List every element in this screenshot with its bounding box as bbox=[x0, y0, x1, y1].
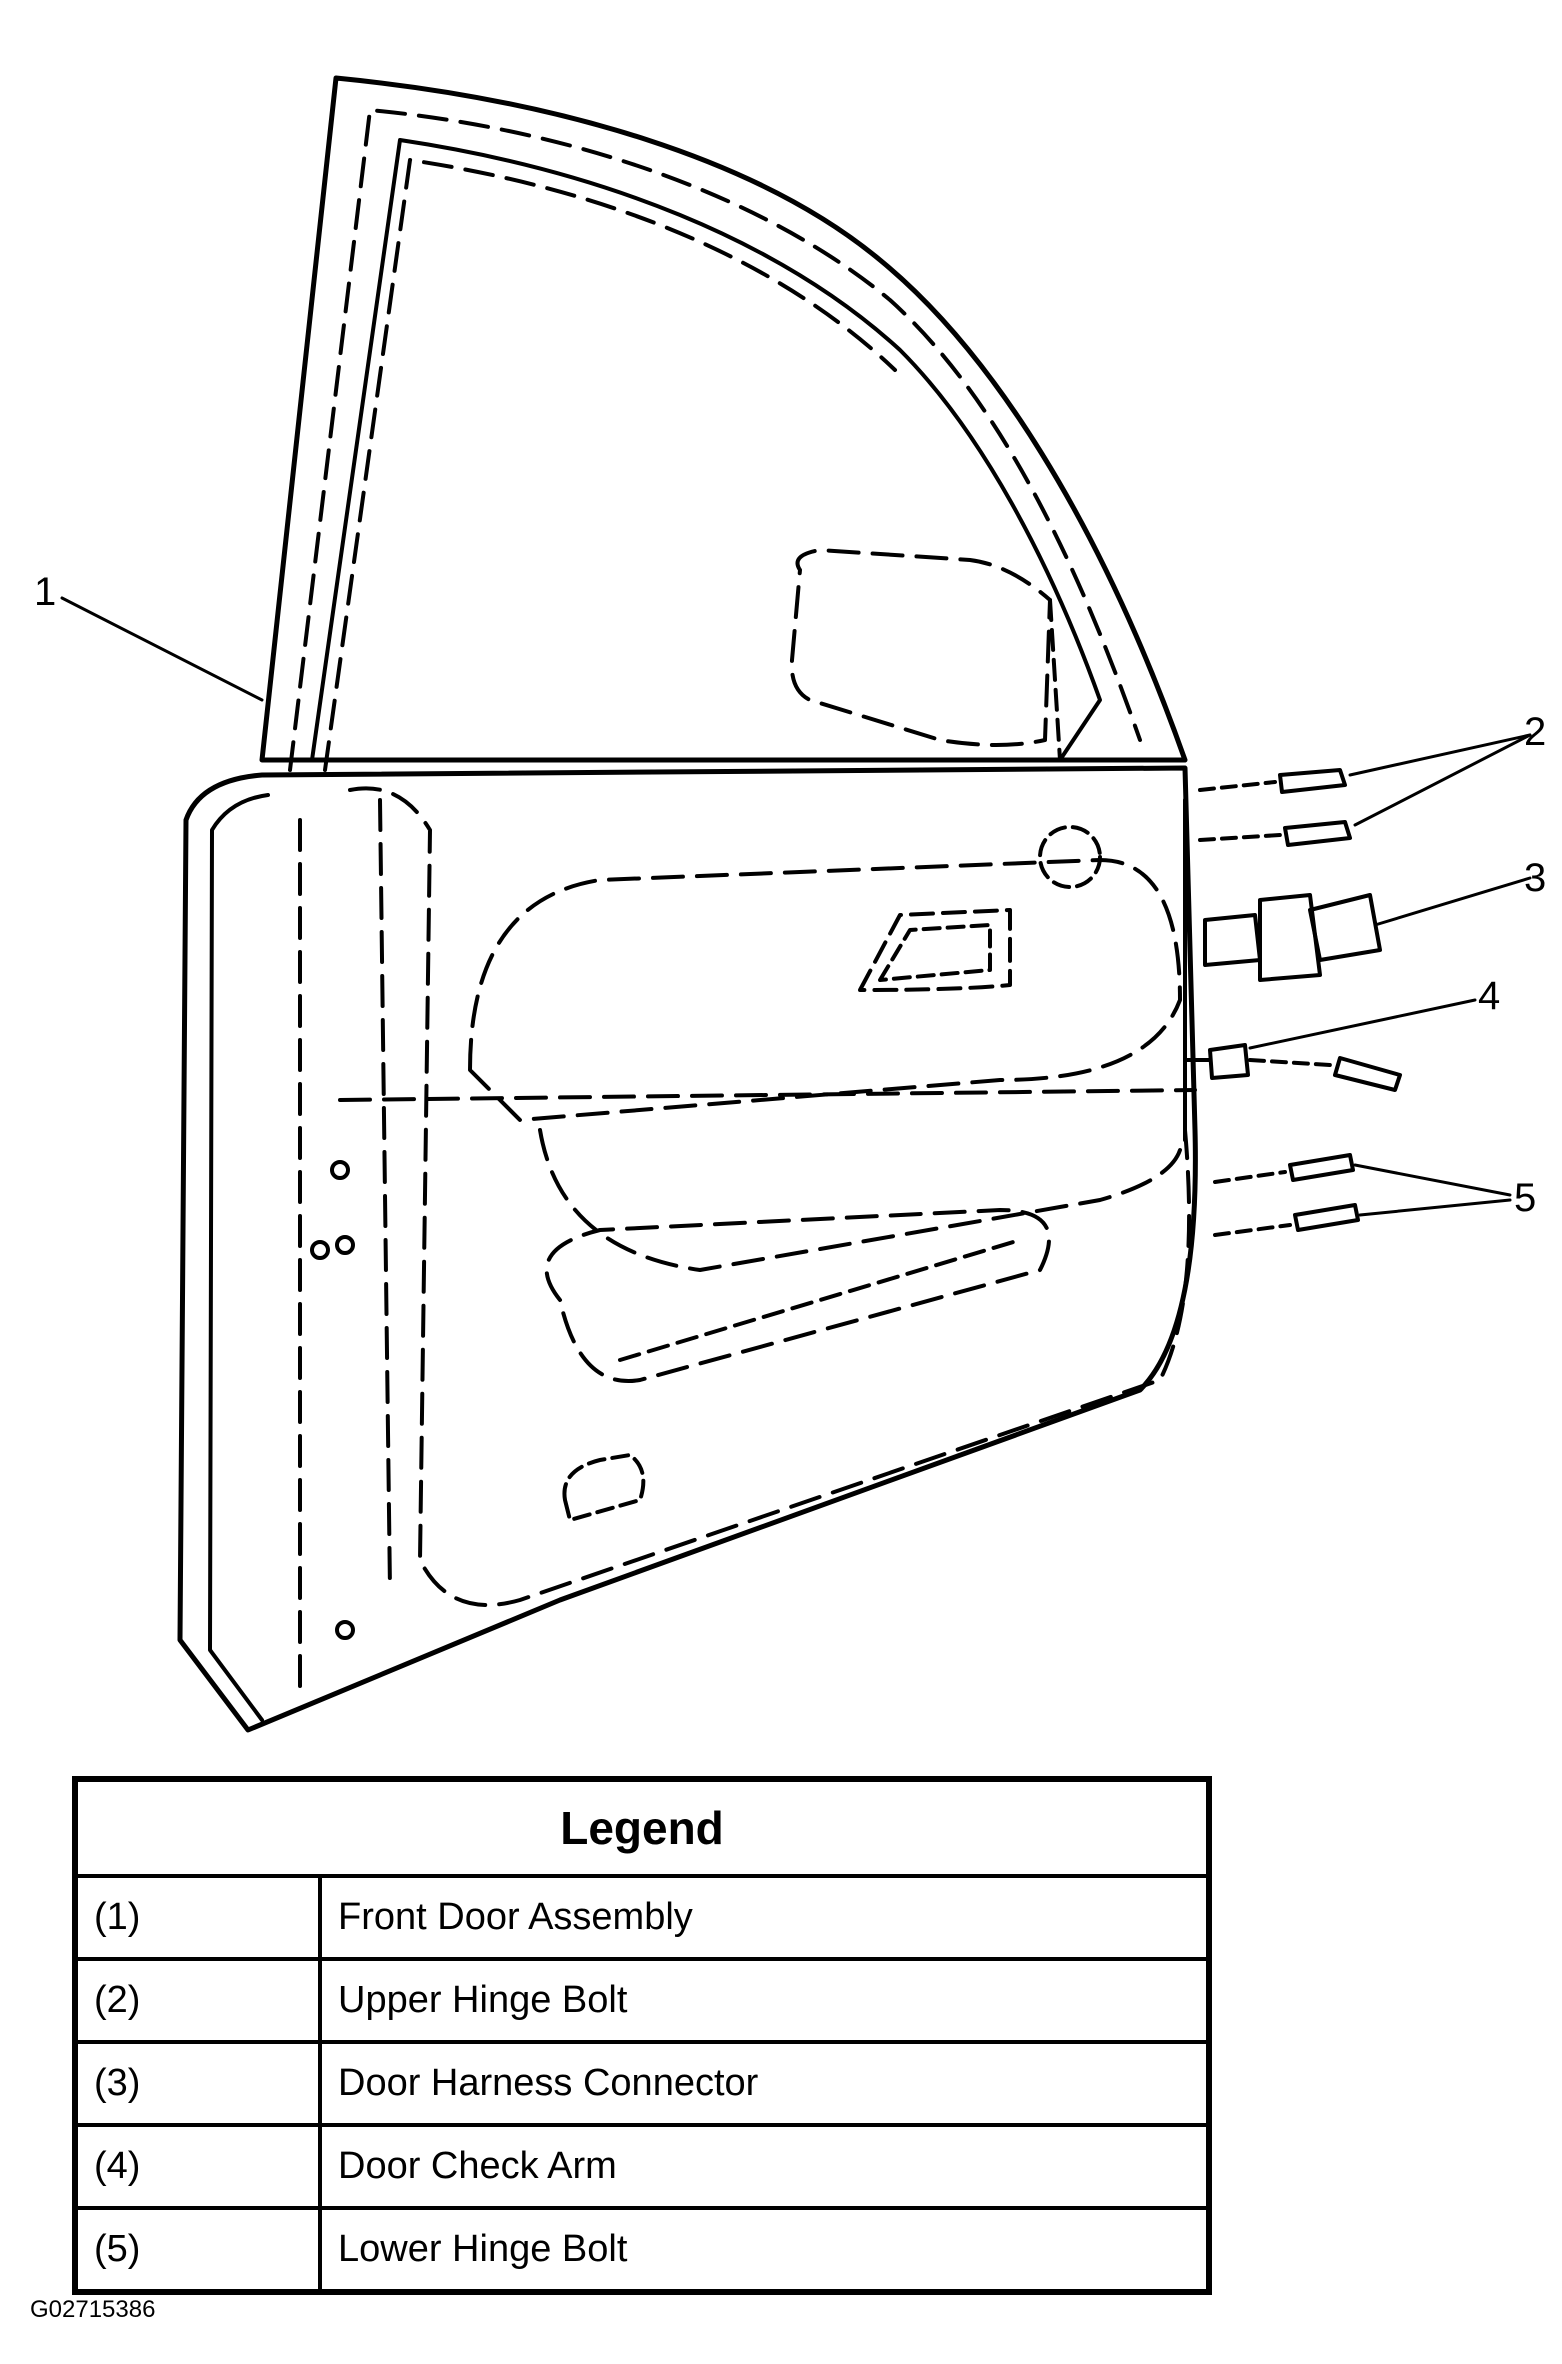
legend-row: (3) Door Harness Connector bbox=[78, 2044, 1206, 2127]
legend-row: (5) Lower Hinge Bolt bbox=[78, 2210, 1206, 2289]
legend-description: Front Door Assembly bbox=[338, 1896, 693, 1938]
legend-number: (3) bbox=[78, 2044, 322, 2123]
legend-number: (2) bbox=[78, 1961, 322, 2040]
legend-row: (2) Upper Hinge Bolt bbox=[78, 1961, 1206, 2044]
callout-2: 2 bbox=[1524, 710, 1547, 754]
legend-table: Legend (1) Front Door Assembly (2) Upper… bbox=[72, 1776, 1212, 2295]
front-door-drawing bbox=[60, 75, 1532, 1733]
legend-number: (5) bbox=[78, 2210, 322, 2289]
legend-description: Upper Hinge Bolt bbox=[338, 1979, 628, 2021]
figure-id: G02715386 bbox=[30, 2296, 156, 2323]
legend-row: (1) Front Door Assembly bbox=[78, 1878, 1206, 1961]
legend-row: (4) Door Check Arm bbox=[78, 2127, 1206, 2210]
callout-4: 4 bbox=[1478, 974, 1501, 1018]
legend-description: Lower Hinge Bolt bbox=[338, 2228, 628, 2270]
callout-1: 1 bbox=[34, 570, 57, 614]
legend-description: Door Check Arm bbox=[338, 2145, 617, 2187]
callout-5: 5 bbox=[1514, 1176, 1537, 1220]
legend-description: Door Harness Connector bbox=[338, 2062, 759, 2104]
legend-number: (1) bbox=[78, 1878, 322, 1957]
callout-3: 3 bbox=[1524, 856, 1547, 900]
legend-number: (4) bbox=[78, 2127, 322, 2206]
legend-title: Legend bbox=[78, 1782, 1206, 1878]
door-diagram: 1 2 3 4 5 bbox=[34, 75, 1547, 1733]
